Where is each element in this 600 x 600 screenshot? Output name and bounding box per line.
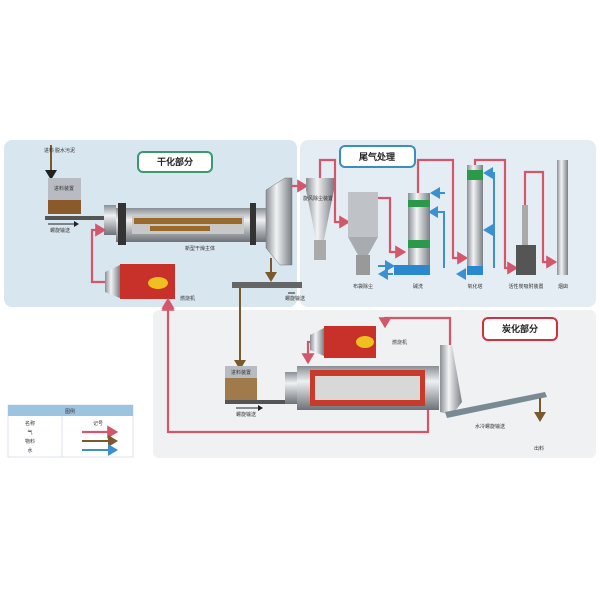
svg-text:活性炭吸附装置: 活性炭吸附装置 — [508, 283, 543, 290]
burner-1: 燃烧机 — [105, 264, 195, 302]
svg-text:碱洗: 碱洗 — [413, 283, 423, 290]
legend-row-material: 物料 — [25, 435, 118, 447]
svg-text:新型干燥主体: 新型干燥主体 — [185, 245, 215, 252]
svg-text:氧化塔: 氧化塔 — [467, 283, 482, 290]
feed-device-2: 进料装置 — [225, 366, 257, 400]
svg-text:布袋除尘: 布袋除尘 — [353, 283, 373, 290]
svg-text:气: 气 — [27, 429, 32, 436]
alkali-wash-tower: 碱洗 — [394, 193, 430, 290]
svg-text:螺旋输送: 螺旋输送 — [285, 295, 305, 302]
carbonization-kiln — [285, 366, 439, 410]
legend-row-water: 水 — [27, 444, 118, 456]
svg-text:燃烧机: 燃烧机 — [180, 295, 195, 302]
svg-text:尾气处理: 尾气处理 — [358, 151, 395, 163]
svg-text:进料装置: 进料装置 — [231, 369, 251, 376]
svg-text:燃烧机: 燃烧机 — [392, 339, 407, 346]
drying-title: 干化部分 — [137, 151, 213, 173]
feed-label: 进料 — [44, 147, 54, 154]
svg-text:图例: 图例 — [65, 408, 75, 415]
svg-text:水冷螺旋输送: 水冷螺旋输送 — [475, 423, 505, 430]
svg-text:记号: 记号 — [93, 420, 103, 427]
discharge-label: 出料 — [534, 445, 544, 452]
bag-filter: 布袋除尘 — [348, 192, 378, 290]
screw-conveyor-label: 螺旋输送 — [50, 227, 70, 234]
chimney: 烟囱 — [557, 160, 568, 290]
svg-text:炭化部分: 炭化部分 — [502, 323, 538, 335]
burner-2: 燃烧机 — [310, 326, 407, 358]
dryer-body: 新型干燥主体 — [104, 203, 266, 252]
exhaust-title: 尾气处理 — [339, 145, 416, 168]
carbonization-title: 炭化部分 — [482, 317, 558, 341]
oxidation-tower: 氧化塔 — [467, 165, 483, 290]
dryer-hood — [265, 177, 293, 266]
activated-carbon-device: 活性炭吸附装置 — [508, 205, 544, 290]
svg-text:水: 水 — [27, 447, 32, 454]
svg-text:干化部分: 干化部分 — [157, 156, 193, 168]
legend-row-gas: 气 — [27, 425, 119, 439]
legend: 图例 名称 记号 气 物料 水 — [7, 404, 134, 458]
water-cooled-screw: 水冷螺旋输送 — [445, 392, 547, 430]
feed-device: 进料装置 — [48, 178, 81, 214]
sludge-label: 脱水污泥 — [55, 147, 75, 154]
svg-text:烟囱: 烟囱 — [558, 283, 568, 290]
screw-conveyor-3-label: 螺旋输送 — [236, 411, 256, 418]
svg-text:名称: 名称 — [25, 420, 35, 427]
svg-text:进料装置: 进料装置 — [54, 185, 74, 192]
kiln-hood — [440, 345, 462, 415]
screw-conveyor-2: 螺旋输送 — [232, 282, 305, 302]
screw-conveyor — [45, 216, 105, 220]
svg-text:物料: 物料 — [25, 438, 35, 445]
svg-text:旋风除尘装置: 旋风除尘装置 — [303, 195, 333, 202]
cyclone: 旋风除尘装置 — [303, 178, 334, 260]
